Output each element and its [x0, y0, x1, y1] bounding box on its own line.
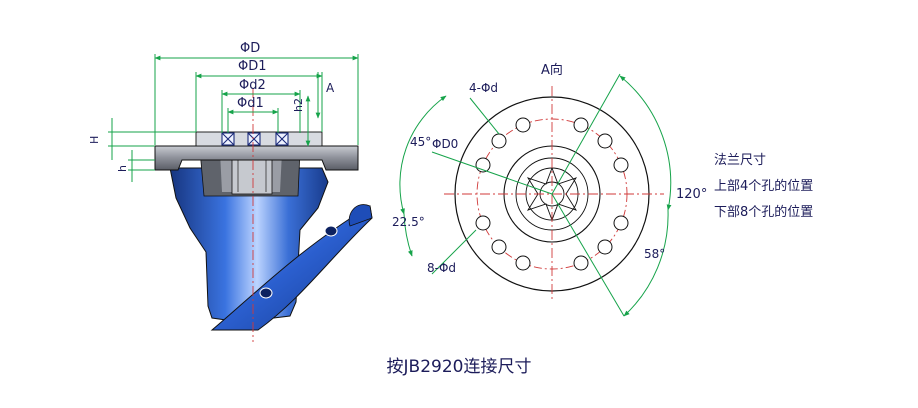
label-phi-D0: ΦD0 [432, 137, 458, 151]
view-a: A向 4-Φd 45° ΦD0 22.5° 8-Φd 120° 58° 法兰尺寸… [392, 62, 813, 317]
note-lower: 下部8个孔的位置 [714, 204, 813, 220]
label-angle-120: 120° [676, 187, 707, 202]
label-angle-58: 58° [644, 247, 665, 261]
label-A-marker: A [326, 81, 335, 95]
label-phi-d2: Φd2 [239, 78, 266, 93]
side-view-flange [154, 145, 359, 171]
label-phi-D1: ΦD1 [238, 59, 267, 74]
label-h2: h2 [292, 98, 305, 112]
label-angle-22-5: 22.5° [392, 215, 425, 229]
label-phi-D: ΦD [240, 41, 260, 56]
side-view: ΦD ΦD1 Φd2 Φd1 h2 A H h [88, 41, 373, 342]
label-h: h [116, 165, 129, 172]
label-angle-45: 45° [410, 135, 431, 149]
figure-caption: 按JB2920连接尺寸 [386, 357, 532, 377]
note-upper: 上部4个孔的位置 [714, 178, 813, 194]
note-title: 法兰尺寸 [714, 153, 766, 168]
label-8-holes: 8-Φd [427, 261, 456, 275]
upper-holes [491, 133, 613, 255]
label-phi-d1: Φd1 [237, 96, 264, 111]
side-view-dimensions [108, 54, 359, 182]
label-4-holes: 4-Φd [469, 81, 498, 95]
bearing-x-marks [221, 132, 289, 146]
label-view-A: A向 [541, 62, 563, 78]
label-H: H [88, 136, 101, 144]
